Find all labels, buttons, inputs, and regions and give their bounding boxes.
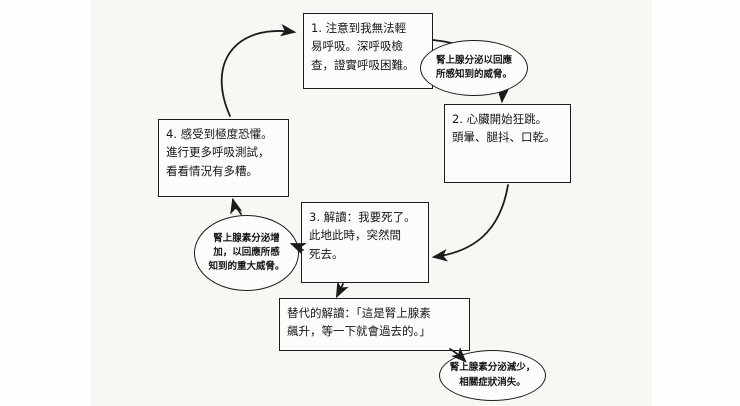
arrow-step4-to-step1 bbox=[220, 23, 297, 117]
step-2-box: 2. 心臟開始狂跳。 頭暈、腿抖、口乾。 bbox=[444, 104, 571, 183]
alternative-interpretation-box: 替代的解讀：「這是腎上腺素 飆升，等一下就會過去的。」 bbox=[279, 298, 470, 351]
arrow-step3-to-adrenaline-increase bbox=[289, 243, 307, 255]
step-1-box: 1. 注意到我無法輕 易呼吸。深呼吸檢 查，證實呼吸困難。 bbox=[303, 13, 433, 89]
adrenaline-increase-ellipse: 腎上腺素分泌增 加，以回應所感 知到的重大威脅。 bbox=[194, 215, 299, 291]
step-4-box: 4. 感受到極度恐懼。 進行更多呼吸測試， 看看情況有多糟。 bbox=[158, 119, 289, 197]
arrow-alternative-to-adrenaline-decrease bbox=[449, 347, 467, 363]
step-3-box: 3. 解讀：我要死了。 此地此時，突然間 死去。 bbox=[301, 202, 429, 283]
arrow-adrenaline-increase-to-step4 bbox=[230, 197, 243, 215]
adrenaline-response-ellipse: 腎上腺分泌以回應 所感知到的威脅。 bbox=[420, 40, 528, 96]
arrow-step2-to-step3 bbox=[431, 184, 509, 262]
arrow-step3-to-alternative bbox=[335, 281, 349, 299]
